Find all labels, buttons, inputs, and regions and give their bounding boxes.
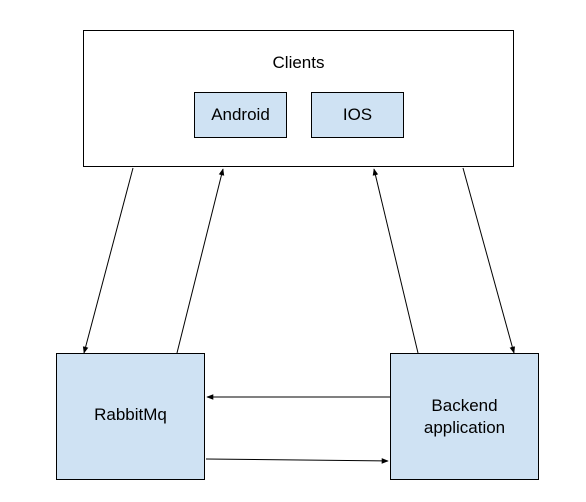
edge-clients-to-backend [462, 167, 516, 354]
backend-box [390, 353, 539, 480]
clients-box [83, 30, 514, 167]
android-label: Android [211, 105, 270, 124]
rabbitmq-label: RabbitMq [94, 405, 167, 424]
rabbitmq-box [56, 353, 205, 480]
ios-label: IOS [342, 105, 373, 124]
android-box [194, 92, 287, 138]
edge-rabbitmq-to-clients [176, 168, 225, 354]
backend-label: Backend application [423, 396, 506, 437]
clients-label: Clients [272, 53, 325, 72]
edge-clients-to-rabbitmq [82, 167, 134, 354]
edge-backend-to-clients [372, 168, 419, 354]
ios-box [311, 92, 404, 138]
edge-rabbitmq-to-backend [205, 458, 389, 464]
